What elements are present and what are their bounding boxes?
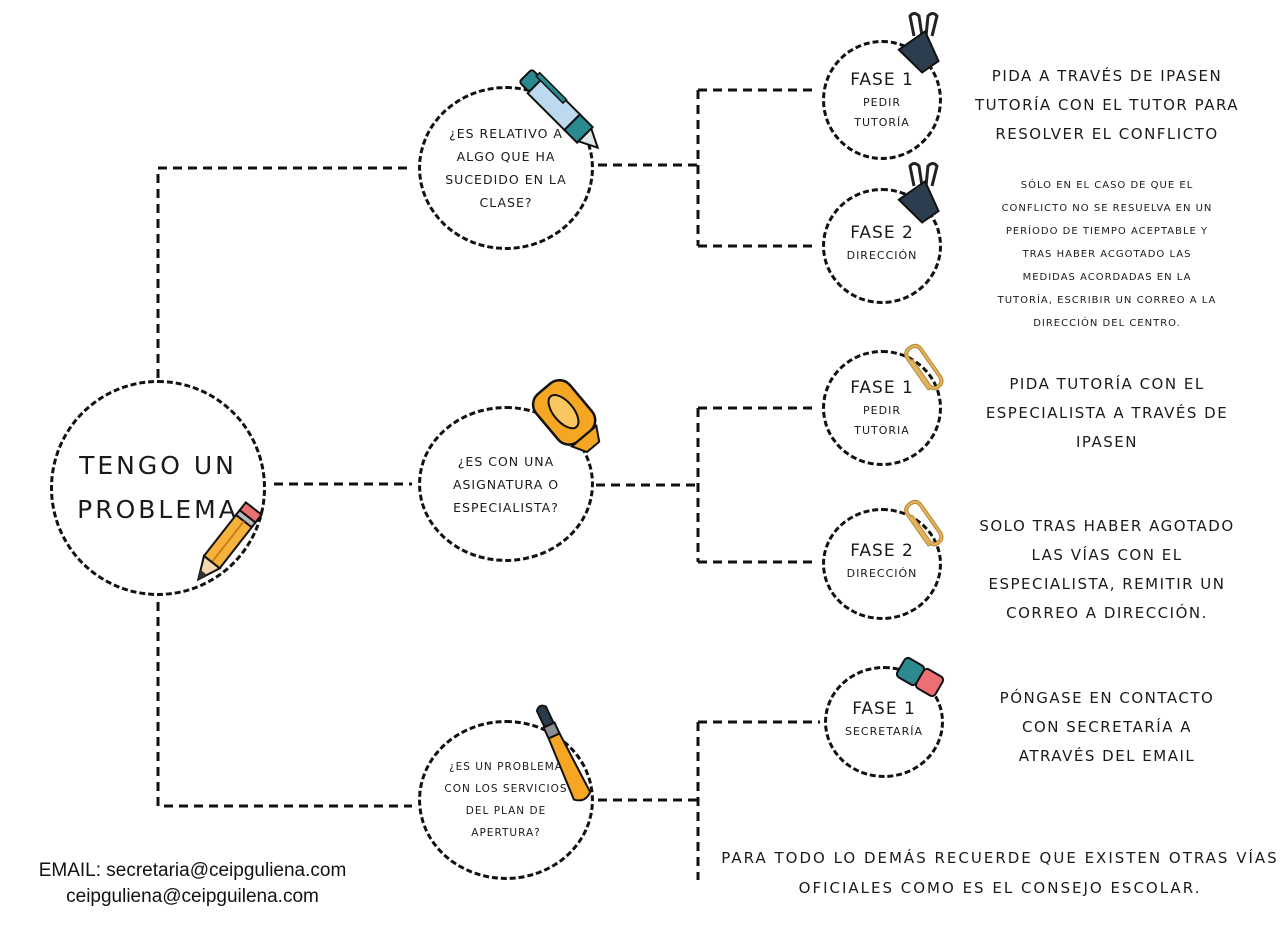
phase-3-sub-1: PEDIR: [863, 404, 901, 417]
phase-4-title: FASE 2: [850, 541, 914, 561]
description-tutoria: PIDA A TRAVÉS DE IPASEN TUTORÍA CON EL T…: [962, 62, 1252, 149]
description-2-line-2: CONFLICTO NO SE RESUELVA EN UN: [1001, 203, 1213, 214]
question-2-line-2: ASIGNATURA O: [452, 476, 560, 492]
description-5-line-3: ATRAVÉS DEL EMAIL: [1018, 747, 1196, 765]
description-1-line-3: RESOLVER EL CONFLICTO: [995, 125, 1219, 143]
other-channels-note: PARA TODO LO DEMÁS RECUERDE QUE EXISTEN …: [712, 843, 1288, 903]
description-3-line-2: ESPECIALISTA A TRAVÉS DE: [985, 404, 1229, 422]
description-2-line-7: DIRECCIÓN DEL CENTRO.: [1033, 318, 1181, 329]
phase-5-sub-1: SECRETARÍA: [844, 725, 923, 738]
description-1-line-2: TUTORÍA CON EL TUTOR PARA: [974, 96, 1240, 114]
main-node: TENGO UN PROBLEMA: [50, 380, 266, 596]
description-direccion: SÓLO EN EL CASO DE QUE EL CONFLICTO NO S…: [962, 174, 1252, 335]
question-1-line-2: ALGO QUE HA: [456, 149, 556, 164]
paintbrush-icon: [535, 704, 592, 802]
description-3-line-1: PIDA TUTORÍA CON EL: [1009, 375, 1205, 393]
question-1-line-3: SUCEDIDO EN LA: [445, 172, 567, 187]
phase-node-direccion: FASE 2 DIRECCIÓN: [822, 188, 942, 304]
phase-5-title: FASE 1: [852, 699, 916, 719]
pen-icon: [519, 69, 600, 150]
connector-q3: [598, 720, 820, 880]
question-3-line-4: APERTURA?: [471, 827, 541, 839]
binder-clip-icon: [897, 12, 940, 74]
eraser-icon: [895, 656, 945, 698]
connector-q2: [596, 406, 812, 564]
description-2-line-5: MEDIDAS ACORDADAS EN LA: [1022, 272, 1192, 283]
description-4-line-4: CORREO A DIRECCIÓN.: [1006, 604, 1208, 622]
description-tutoria-especialista: PIDA TUTORÍA CON EL ESPECIALISTA A TRAVÉ…: [962, 370, 1252, 457]
description-2-line-4: TRAS HABER ACGOTADO LAS: [1022, 249, 1192, 260]
phase-1-sub-2: TUTORÍA: [854, 116, 910, 129]
phase-1-sub-1: PEDIR: [863, 96, 901, 109]
description-2-line-3: PERÍODO DE TIEMPO ACEPTABLE Y: [1005, 226, 1209, 237]
description-1-line-1: PIDA A TRAVÉS DE IPASEN: [991, 67, 1223, 85]
phase-node-tutoria-especialista: FASE 1 PEDIR TUTORIA: [822, 350, 942, 466]
main-node-line-2: PROBLEMA: [77, 495, 239, 524]
paperclip-icon: [904, 499, 944, 547]
pencil-icon: [196, 500, 263, 582]
question-3-line-2: CON LOS SERVICIOS: [444, 783, 568, 795]
question-1-line-4: CLASE?: [479, 195, 533, 210]
description-2-line-6: TUTORÍA, ESCRIBIR UN CORREO A LA: [997, 295, 1217, 306]
description-4-line-2: LAS VÍAS CON EL: [1031, 546, 1183, 564]
binder-clip-icon: [897, 162, 940, 224]
paperclip-icon: [904, 343, 944, 391]
email-line-2: ceipguliena@ceipguilena.com: [66, 886, 319, 907]
description-5-line-1: PÓNGASE EN CONTACTO: [999, 689, 1215, 707]
description-3-line-3: IPASEN: [1076, 433, 1138, 451]
description-direccion-especialista: SOLO TRAS HABER AGOTADO LAS VÍAS CON EL …: [962, 512, 1252, 628]
description-4-line-3: ESPECIALISTA, REMITIR UN: [988, 575, 1226, 593]
question-3-line-3: DEL PLAN DE: [465, 805, 547, 817]
highlighter-icon: [531, 378, 601, 454]
note-line-2: OFICIALES COMO ES EL CONSEJO ESCOLAR.: [798, 879, 1202, 897]
question-2-line-1: ¿ES CON UNA: [457, 453, 555, 469]
note-line-1: PARA TODO LO DEMÁS RECUERDE QUE EXISTEN …: [721, 849, 1279, 867]
description-4-line-1: SOLO TRAS HABER AGOTADO: [979, 517, 1235, 535]
phase-4-sub-1: DIRECCIÓN: [846, 567, 918, 580]
question-2-line-3: ESPECIALISTA?: [453, 499, 559, 515]
email-line-1: EMAIL: secretaria@ceipguliena.com: [38, 860, 347, 881]
phase-1-title: FASE 1: [850, 70, 914, 90]
description-5-line-2: CON SECRETARÍA A: [1021, 718, 1193, 736]
connector-main-top: [156, 166, 412, 378]
description-secretaria: PÓNGASE EN CONTACTO CON SECRETARÍA A ATR…: [962, 684, 1252, 771]
question-1-line-1: ¿ES RELATIVO A: [449, 126, 563, 141]
description-2-line-1: SÓLO EN EL CASO DE QUE EL: [1020, 180, 1194, 191]
connector-main-bottom: [156, 602, 412, 808]
phase-2-title: FASE 2: [850, 223, 914, 243]
contact-emails: EMAIL: secretaria@ceipguliena.com ceipgu…: [0, 858, 385, 910]
connector-q1: [598, 88, 812, 248]
phase-3-title: FASE 1: [850, 378, 914, 398]
phase-2-sub-1: DIRECCIÓN: [846, 249, 918, 262]
phase-3-sub-2: TUTORIA: [854, 424, 910, 437]
main-node-line-1: TENGO UN: [79, 451, 237, 480]
phase-node-direccion-especialista: FASE 2 DIRECCIÓN: [822, 508, 942, 620]
question-3-line-1: ¿ES UN PROBLEMA: [449, 761, 563, 773]
